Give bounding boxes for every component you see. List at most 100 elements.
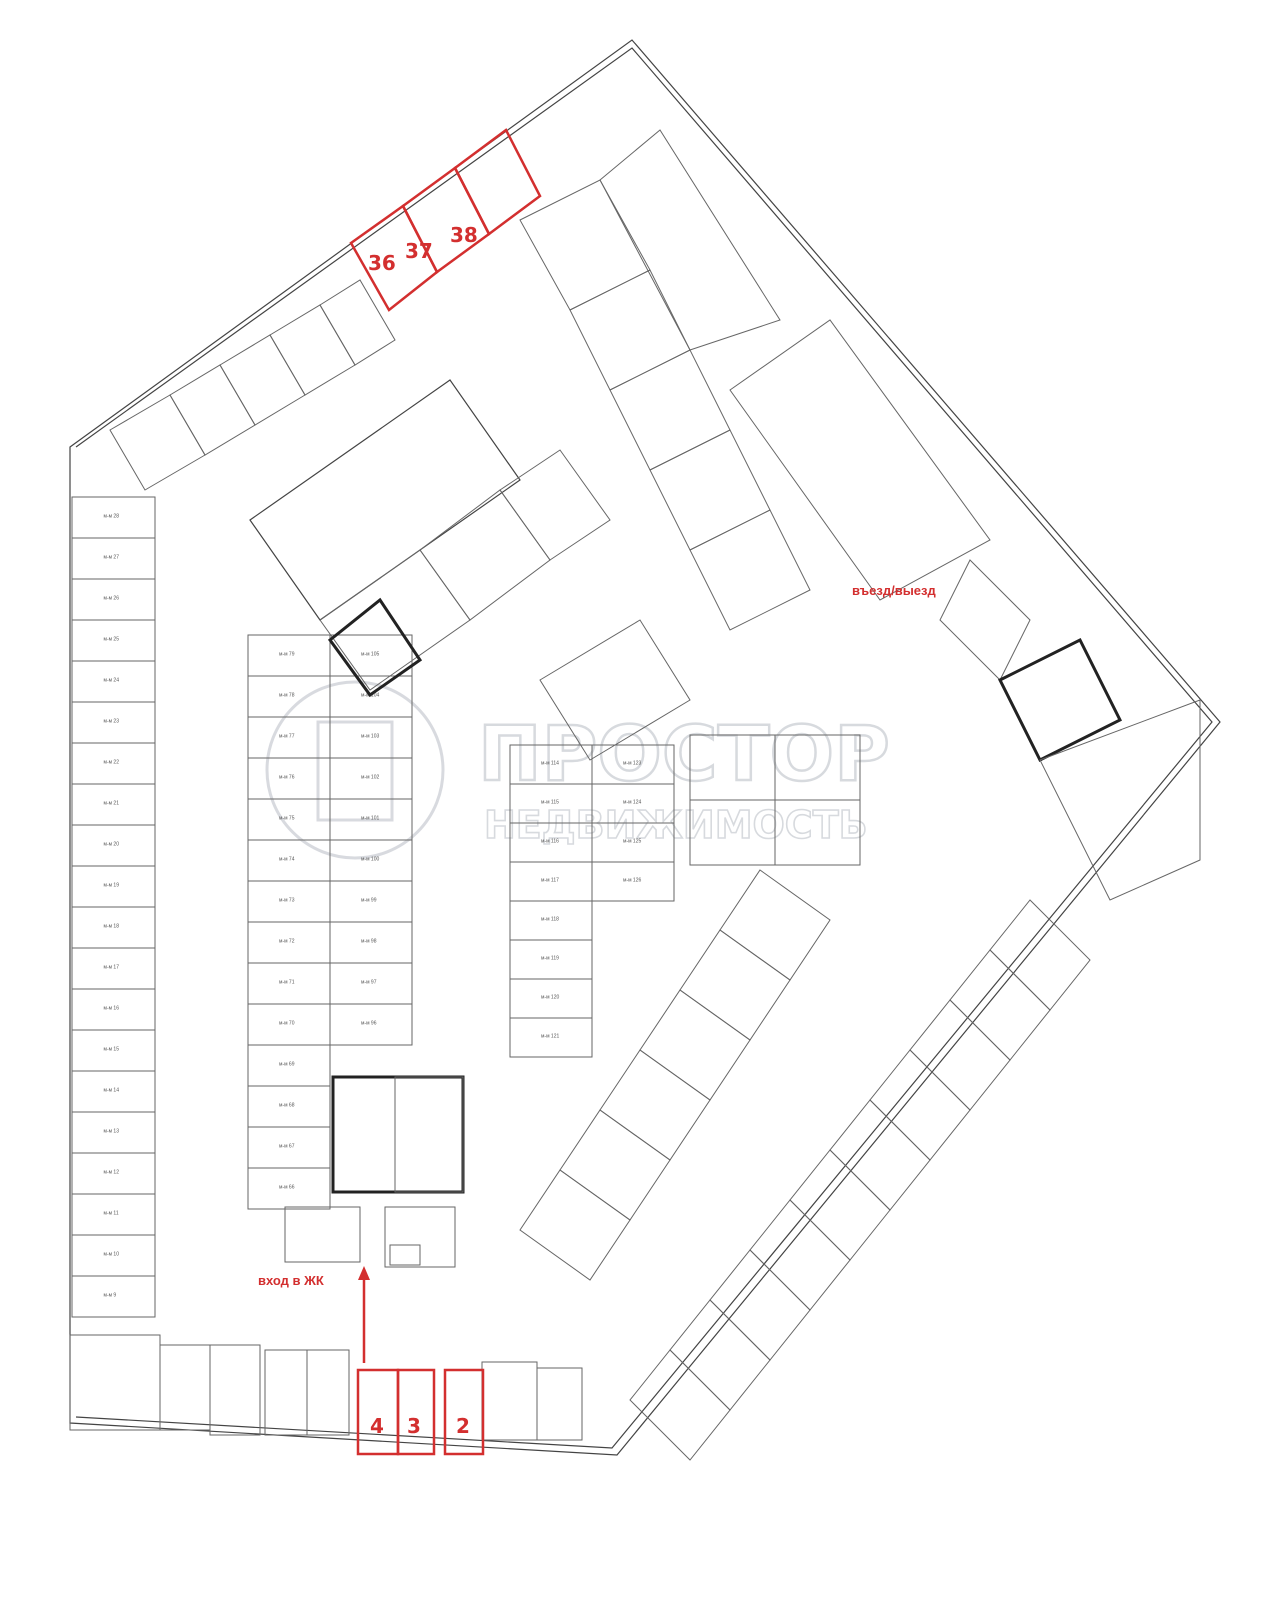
highlighted-top-spaces: 36 37 38 <box>349 128 542 312</box>
space-rt-2 <box>569 269 691 391</box>
room-88 <box>1039 699 1201 901</box>
mid-a-space-label: м-м 79 <box>279 652 295 658</box>
center-b-space-label: м-м 124 <box>623 800 641 806</box>
space-37-label: 37 <box>405 239 433 263</box>
mid-b-space-label: м-м 102 <box>361 775 379 781</box>
space-top-5 <box>319 279 396 366</box>
space-top-2 <box>169 364 256 456</box>
mid-b-space-label: м-м 100 <box>361 857 379 863</box>
left-space-label: м-м 16 <box>104 1006 120 1012</box>
left-space-label: м-м 11 <box>104 1211 119 1217</box>
mid-b-space-cell <box>329 1003 413 1046</box>
mid-b-space-label: м-м 97 <box>361 980 377 986</box>
center-space-label: м-м 117 <box>541 878 559 884</box>
stairs <box>284 1206 361 1263</box>
top-row-spaces <box>109 279 396 491</box>
mid-a-space-label: м-м 76 <box>279 775 295 781</box>
left-space-label: м-м 10 <box>104 1252 120 1258</box>
space-rl-5 <box>829 1099 931 1211</box>
mid-a-space-cell <box>247 1167 331 1210</box>
lift-cabin <box>389 1244 421 1266</box>
center-b-space-label: м-м 125 <box>623 839 641 845</box>
space-2-label: 2 <box>456 1414 470 1438</box>
space-top-3 <box>219 334 306 426</box>
space-mr-1 <box>539 619 691 761</box>
space-b-1 <box>481 1361 538 1441</box>
left-column-spaces: м-м 28м-м 27м-м 26м-м 25м-м 24м-м 23м-м … <box>71 496 156 1318</box>
ramp-area <box>729 319 1201 901</box>
space-b-7 <box>209 1344 261 1436</box>
watermark-brand: ПРОСТОР <box>478 709 890 798</box>
left-space-label: м-м 12 <box>104 1170 120 1176</box>
left-space-label: м-м 28 <box>104 514 120 520</box>
center-space-label: м-м 121 <box>541 1034 559 1040</box>
bottom-row <box>69 1334 583 1441</box>
space-rl-7 <box>749 1199 851 1311</box>
space-id-4 <box>599 1049 711 1161</box>
right-top-spaces <box>519 129 811 631</box>
left-space-label: м-м 20 <box>104 842 120 848</box>
mid-a-space-label: м-м 75 <box>279 816 295 822</box>
left-space-label: м-м 26 <box>104 596 120 602</box>
space-rt-5 <box>689 509 811 631</box>
space-rl-1 <box>989 899 1091 1011</box>
space-rl-2 <box>949 949 1051 1061</box>
right-lower-spaces <box>629 899 1091 1461</box>
entrance-arrow <box>358 1266 370 1363</box>
space-b-3 <box>69 1334 161 1431</box>
space-id-1 <box>719 869 831 981</box>
mid-b-space-label: м-м 96 <box>361 1021 377 1027</box>
mid-a-space-label: м-м 70 <box>279 1021 295 1027</box>
space-rt-1 <box>519 179 651 311</box>
mid-a-space-label: м-м 66 <box>279 1185 295 1191</box>
inner-diagonal-spaces <box>519 869 831 1281</box>
space-uc-2 <box>419 489 551 621</box>
watermark-subtitle: НЕДВИЖИМОСТЬ <box>484 803 868 847</box>
space-uc-3 <box>499 449 611 561</box>
space-2-outline <box>443 1368 485 1456</box>
center-b-space-label: м-м 126 <box>623 878 641 884</box>
space-id-6 <box>519 1169 631 1281</box>
space-id-2 <box>679 929 791 1041</box>
left-space-label: м-м 17 <box>104 965 120 971</box>
space-38-label: 38 <box>450 223 478 247</box>
service-rooms <box>939 559 1031 681</box>
center-b-space-cell <box>591 861 675 902</box>
mid-a-space-label: м-м 72 <box>279 939 295 945</box>
left-space-label: м-м 13 <box>104 1129 120 1135</box>
entrance-exit-label: въезд/выезд <box>852 583 936 598</box>
center-space-cell <box>509 1017 593 1058</box>
space-b-5 <box>306 1349 350 1436</box>
watermark: ПРОСТОР НЕДВИЖИМОСТЬ <box>265 680 891 860</box>
upper-central-block <box>249 379 611 698</box>
space-36-label: 36 <box>368 251 396 275</box>
mid-a-space-label: м-м 68 <box>279 1103 295 1109</box>
middle-right-block <box>539 619 861 866</box>
space-rl-10 <box>629 1349 731 1461</box>
left-space-label: м-м 23 <box>104 719 120 725</box>
space-top-1 <box>109 394 206 491</box>
left-space-label: м-м 14 <box>104 1088 120 1094</box>
mid-a-space-label: м-м 73 <box>279 898 295 904</box>
mid-a-space-label: м-м 77 <box>279 734 295 740</box>
left-space-label: м-м 9 <box>104 1293 117 1299</box>
space-rt-big <box>599 129 781 351</box>
left-space-label: м-м 22 <box>104 760 120 766</box>
space-4-label: 4 <box>370 1414 384 1438</box>
mid-a-space-label: м-м 78 <box>279 693 295 699</box>
left-space-label: м-м 25 <box>104 637 120 643</box>
mid-b-space-label: м-м 105 <box>361 652 379 658</box>
space-rt-4 <box>649 429 771 551</box>
mid-a-space-label: м-м 67 <box>279 1144 295 1150</box>
center-space-label: м-м 115 <box>541 800 559 806</box>
space-b-6 <box>264 1349 308 1436</box>
space-3-outline <box>396 1368 436 1456</box>
left-space-label: м-м 21 <box>104 801 120 807</box>
elevator <box>384 1206 456 1268</box>
space-id-3 <box>639 989 751 1101</box>
mid-b-space-label: м-м 103 <box>361 734 379 740</box>
space-id-5 <box>559 1109 671 1221</box>
